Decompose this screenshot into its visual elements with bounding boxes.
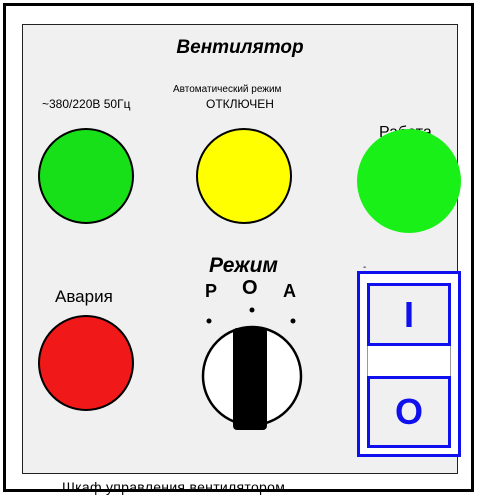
mode-marker-dot-a bbox=[290, 318, 296, 324]
panel-title: Вентилятор bbox=[176, 37, 304, 58]
power-indicator-label: ~380/220В 50Гц bbox=[42, 97, 131, 111]
auto-mode-label-line1: Автоматический режим bbox=[173, 84, 282, 95]
auto-mode-label-line2: ОТКЛЮЧЕН bbox=[206, 97, 274, 111]
mode-switch-handle bbox=[233, 328, 267, 430]
rocker-on-button[interactable]: I bbox=[367, 283, 451, 346]
cabinet-caption: Шкаф управления вентилятором bbox=[62, 479, 286, 495]
rocker-off-button[interactable]: O bbox=[367, 376, 451, 448]
alarm-indicator-label: Авария bbox=[55, 287, 113, 306]
mode-switch-title: Режим bbox=[209, 254, 278, 277]
mode-position-a: А bbox=[283, 281, 296, 301]
rocker-divider bbox=[367, 346, 451, 376]
mode-marker-dot-r bbox=[206, 318, 212, 324]
mode-marker-dot-o bbox=[249, 307, 255, 313]
rocker-dash-mark: - bbox=[363, 262, 367, 273]
auto-mode-indicator-lamp bbox=[196, 128, 292, 224]
power-indicator-lamp bbox=[38, 128, 134, 224]
mode-position-o: О bbox=[242, 277, 258, 299]
work-indicator-lamp bbox=[357, 129, 461, 233]
mode-selector-switch[interactable] bbox=[196, 300, 308, 440]
alarm-indicator-lamp bbox=[38, 315, 134, 411]
rocker-switch[interactable]: I O bbox=[357, 271, 461, 457]
mode-position-r: Р bbox=[205, 281, 218, 301]
